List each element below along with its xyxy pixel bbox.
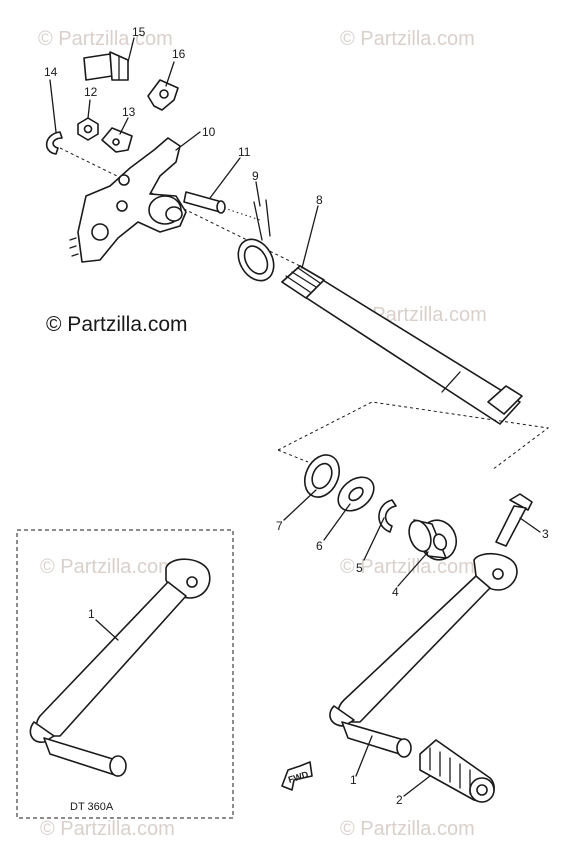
inset-shift-pedal [29, 558, 211, 777]
callout-9: 9 [252, 169, 259, 183]
cam-stopper [147, 79, 179, 111]
oil-seal [303, 454, 341, 498]
leader-line [49, 79, 57, 133]
rubber-boot [408, 519, 458, 561]
leader-line [519, 517, 541, 533]
bolt-15 [83, 51, 129, 81]
leader-line [209, 157, 241, 199]
callout-7: 7 [276, 519, 283, 533]
shift-arm [69, 137, 187, 263]
callout-13: 13 [122, 105, 136, 119]
leader-line [165, 61, 175, 87]
callout-2: 2 [396, 793, 403, 807]
callout-3: 3 [542, 527, 549, 541]
watermark: © Partzilla.com [340, 28, 475, 50]
shift-shaft [281, 265, 523, 425]
callout-14: 14 [44, 65, 58, 79]
callout-15: 15 [132, 25, 146, 39]
leader-line [397, 551, 429, 587]
leader-line [255, 181, 261, 207]
model-label: DT 360A [70, 801, 114, 813]
leader-line [301, 205, 319, 269]
shaft-spring [237, 238, 275, 282]
callout-4: 4 [392, 585, 399, 599]
callout-1-inset: 1 [88, 607, 95, 621]
inset-box: 1 DT 360A [16, 529, 234, 819]
group-outline [277, 401, 550, 471]
watermark: © Partzilla.com [340, 556, 475, 578]
leader-line [119, 117, 129, 135]
callout-5: 5 [356, 561, 363, 575]
leader-line [403, 775, 431, 797]
leader-line [363, 517, 385, 561]
nut [77, 117, 99, 141]
leader-line [323, 503, 351, 541]
watermark: © Partzilla.com [40, 818, 175, 840]
pin [183, 191, 226, 214]
callout-6: 6 [316, 539, 323, 553]
callout-11: 11 [238, 145, 251, 159]
forward-arrow-icon: FWD [281, 761, 313, 791]
callout-10: 10 [202, 125, 216, 139]
washer [337, 476, 375, 512]
spring-clip [253, 199, 271, 241]
circlip-5 [378, 499, 397, 533]
watermark: © Partzilla.com [340, 818, 475, 840]
bolt-3 [495, 493, 533, 547]
watermark: © Partzilla.com [38, 28, 173, 50]
leader-line [355, 735, 373, 777]
watermark: © Partzilla.com [40, 556, 175, 578]
callout-12: 12 [84, 85, 98, 99]
callout-16: 16 [172, 47, 186, 61]
callout-1: 1 [350, 773, 357, 787]
leader-line [127, 37, 135, 63]
leader-line [283, 489, 317, 521]
circlip-14 [45, 131, 63, 155]
foot-peg-rubber [419, 739, 495, 803]
leader-line [95, 619, 119, 641]
stopper-lever [101, 127, 133, 153]
callout-8: 8 [316, 193, 323, 207]
leader-line [87, 99, 91, 119]
watermark-main: © Partzilla.com [46, 313, 188, 336]
group-outline [277, 449, 309, 463]
shift-pedal [329, 553, 518, 758]
leader-line [175, 131, 201, 151]
